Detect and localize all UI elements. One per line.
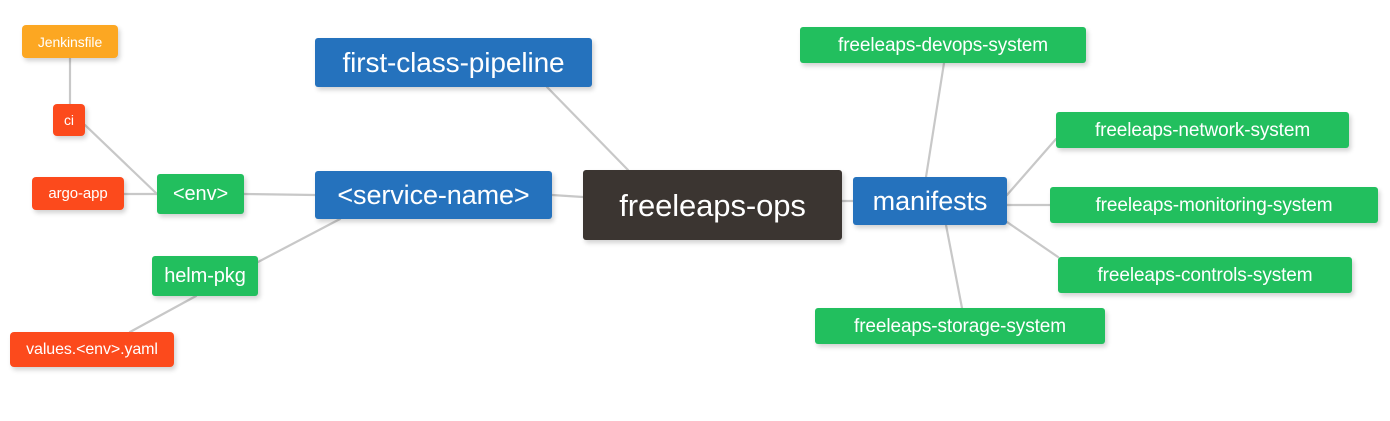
node-argo-app[interactable]: argo-app	[32, 177, 124, 210]
node-freeleaps-controls-system[interactable]: freeleaps-controls-system	[1058, 257, 1352, 293]
node-label-freeleaps-devops-system: freeleaps-devops-system	[838, 34, 1048, 56]
node-label-freeleaps-ops: freeleaps-ops	[619, 187, 806, 223]
edge-manifests-to-freeleaps-storage-system	[944, 223, 964, 310]
node-first-class-pipeline[interactable]: first-class-pipeline	[315, 38, 592, 87]
edge-values-env-yaml-to-helm-pkg	[128, 294, 198, 334]
node-ci[interactable]: ci	[53, 104, 85, 136]
edge-manifests-to-freeleaps-controls-system	[1005, 220, 1060, 259]
node-label-first-class-pipeline: first-class-pipeline	[342, 46, 565, 78]
node-env[interactable]: <env>	[157, 174, 244, 214]
node-jenkinsfile[interactable]: Jenkinsfile	[22, 25, 118, 58]
node-label-manifests: manifests	[872, 185, 988, 216]
node-freeleaps-devops-system[interactable]: freeleaps-devops-system	[800, 27, 1086, 63]
node-label-freeleaps-storage-system: freeleaps-storage-system	[854, 315, 1066, 337]
node-label-freeleaps-controls-system: freeleaps-controls-system	[1097, 264, 1313, 286]
node-label-freeleaps-network-system: freeleaps-network-system	[1094, 119, 1311, 141]
edge-service-name-to-freeleaps-ops	[550, 193, 585, 199]
node-label-service-name: <service-name>	[337, 179, 530, 210]
edge-manifests-to-freeleaps-network-system	[1005, 137, 1058, 197]
node-freeleaps-monitoring-system[interactable]: freeleaps-monitoring-system	[1050, 187, 1378, 223]
edge-env-to-service-name	[242, 192, 317, 197]
edge-first-class-pipeline-to-freeleaps-ops	[545, 85, 630, 172]
node-label-values-env-yaml: values.<env>.yaml	[26, 340, 158, 358]
node-service-name[interactable]: <service-name>	[315, 171, 552, 219]
edge-manifests-to-freeleaps-devops-system	[924, 61, 946, 179]
node-label-helm-pkg: helm-pkg	[164, 265, 246, 287]
node-label-ci: ci	[64, 112, 74, 128]
node-manifests[interactable]: manifests	[853, 177, 1007, 225]
node-freeleaps-network-system[interactable]: freeleaps-network-system	[1056, 112, 1349, 148]
node-values-env-yaml[interactable]: values.<env>.yaml	[10, 332, 174, 367]
node-label-freeleaps-monitoring-system: freeleaps-monitoring-system	[1095, 194, 1333, 216]
node-label-env: <env>	[172, 183, 229, 205]
node-label-jenkinsfile: Jenkinsfile	[37, 33, 103, 50]
node-freeleaps-ops[interactable]: freeleaps-ops	[583, 170, 842, 240]
node-label-argo-app: argo-app	[48, 185, 108, 202]
node-helm-pkg[interactable]: helm-pkg	[152, 256, 258, 296]
node-freeleaps-storage-system[interactable]: freeleaps-storage-system	[815, 308, 1105, 344]
edge-helm-pkg-to-service-name	[256, 217, 342, 264]
